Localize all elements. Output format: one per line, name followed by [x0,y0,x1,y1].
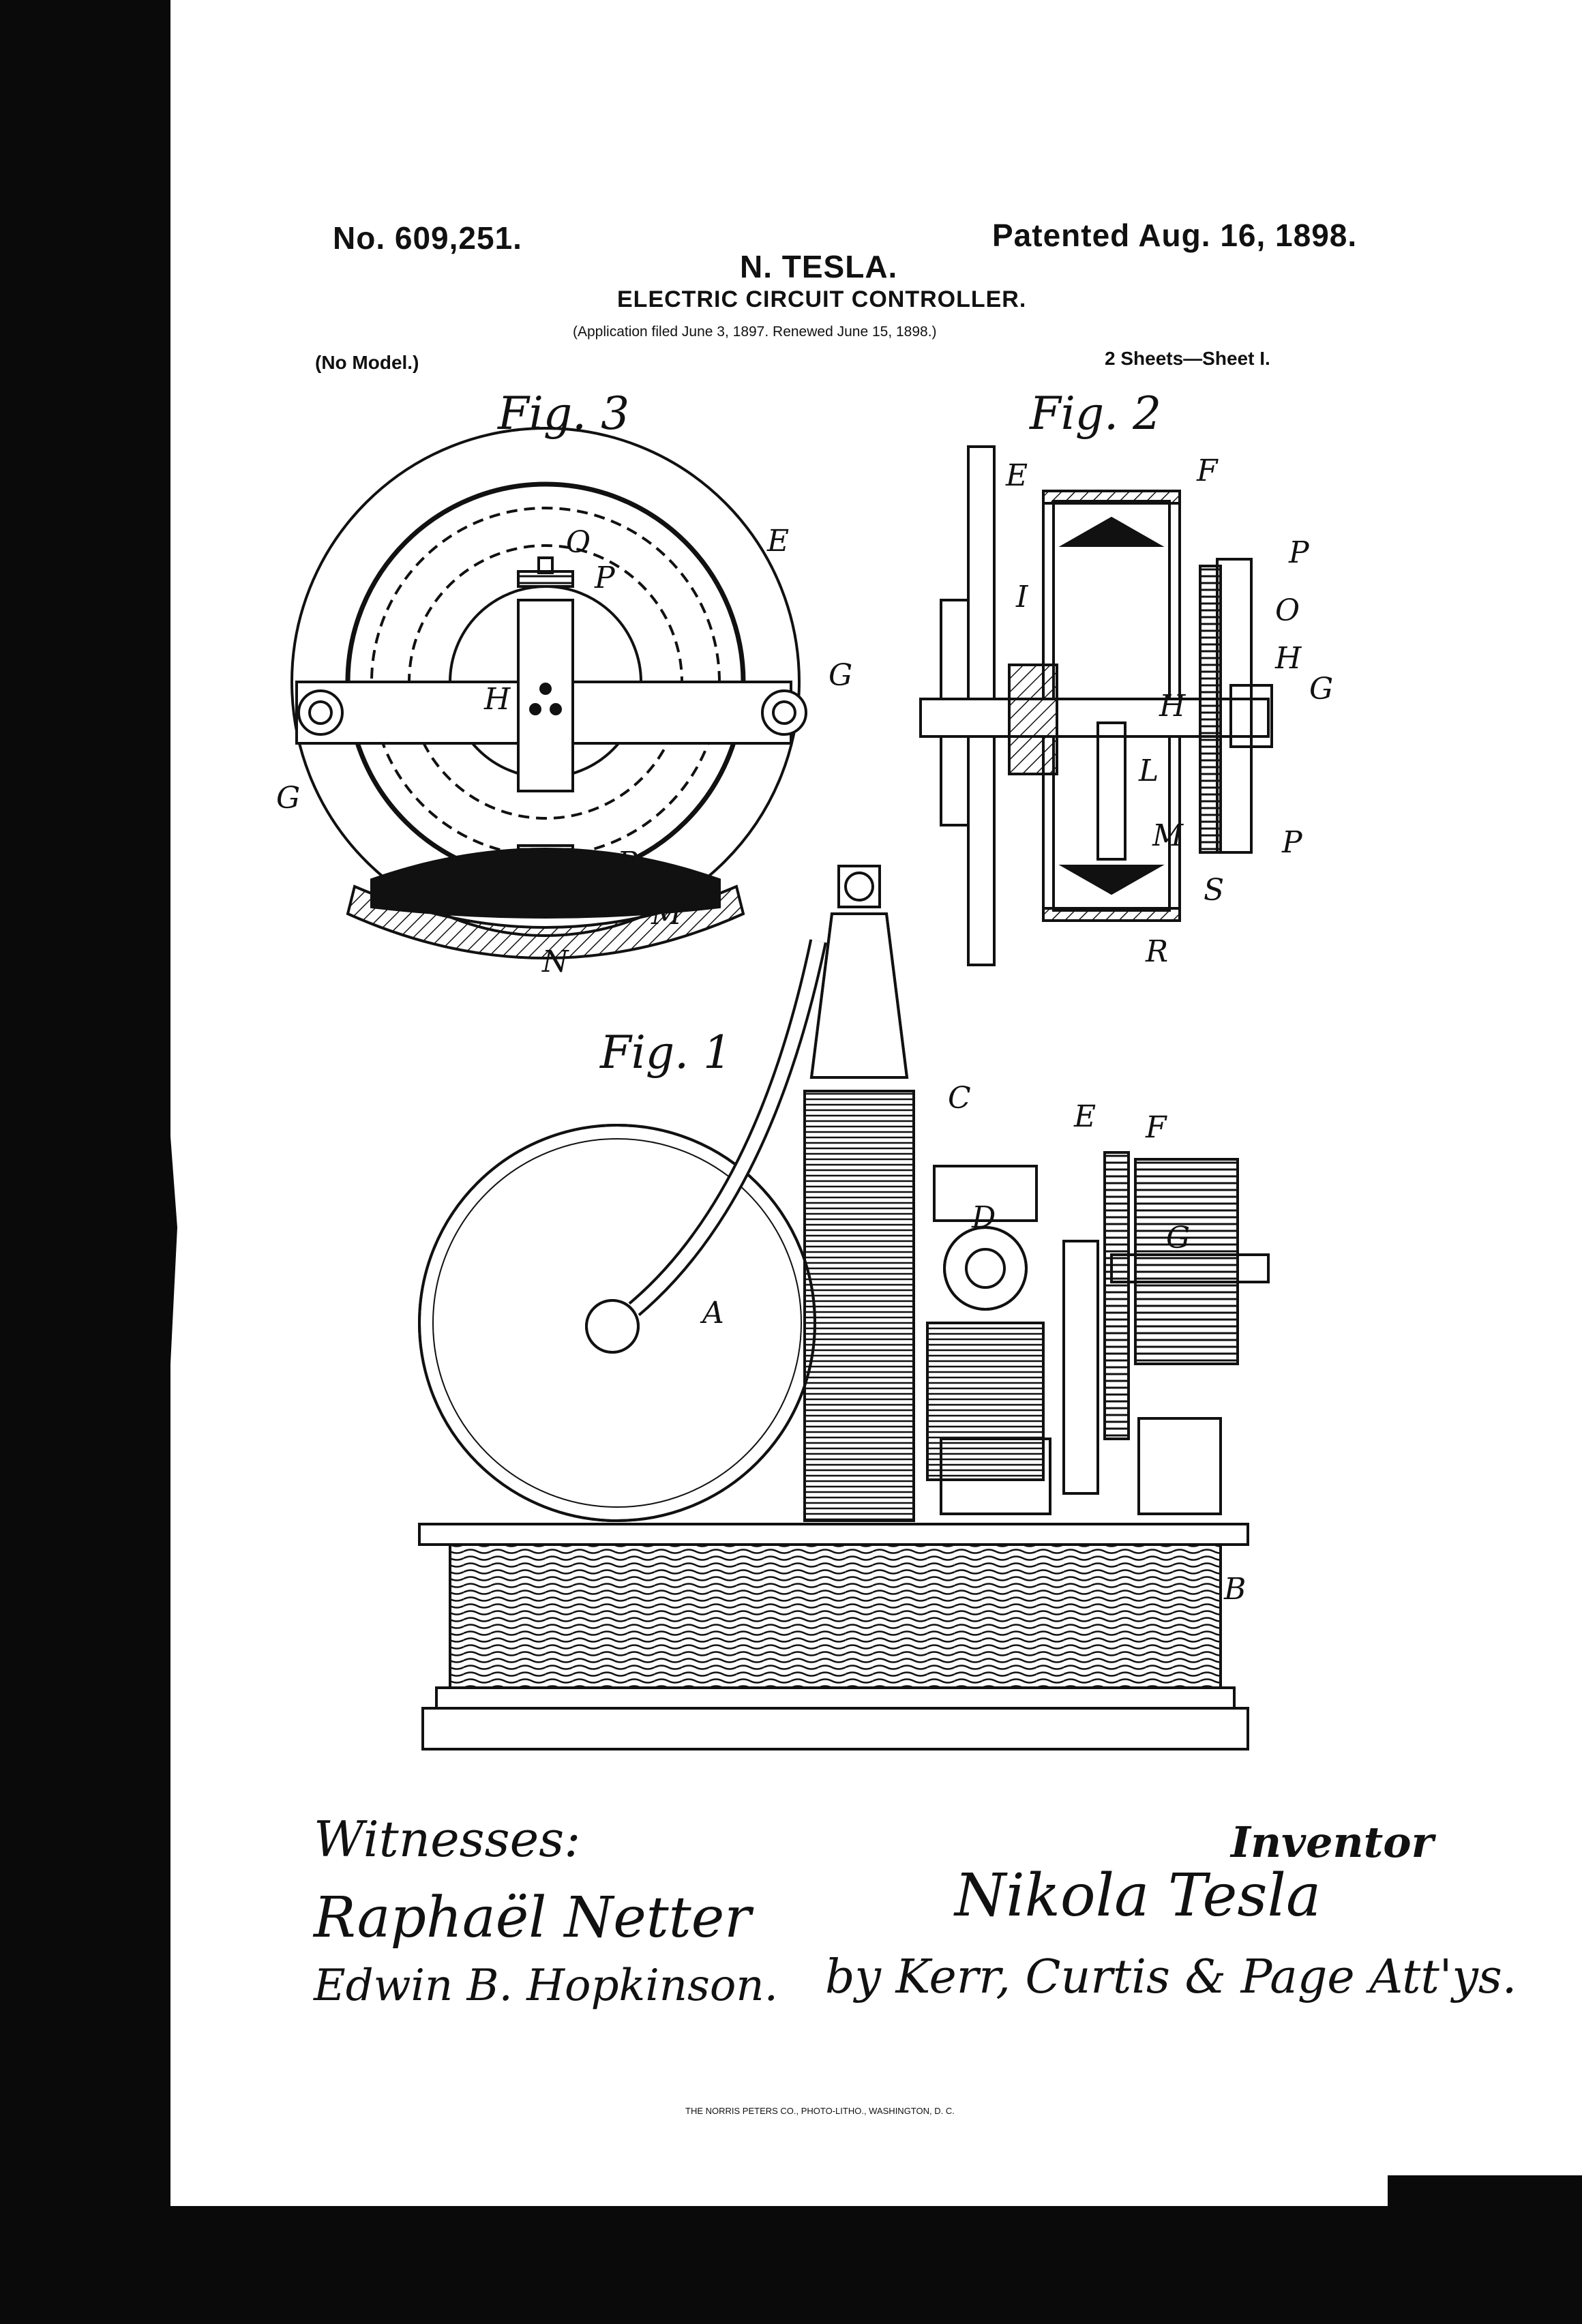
scan-border-corner [1388,2175,1582,2324]
fig2-label-e: E [1006,458,1028,493]
sheet-count: 2 Sheets—Sheet I. [1105,348,1270,369]
fig2-label-p-bottom: P [1282,825,1302,860]
fig2-label-r: R [1146,934,1169,969]
fig3-label-g-left: G [276,781,301,816]
witnesses-heading: Witnesses: [314,1811,581,1868]
fig3-label-g-right: G [829,658,853,693]
fig1-drawing [418,865,1270,1751]
fig3-label-h: H [484,682,511,717]
fig3-label-e: E [767,524,790,558]
fig2-label-i: I [1016,580,1028,614]
fig3-label-m: M [651,897,683,932]
fig2-label-s: S [1204,873,1225,908]
fig1-caption: Fig. 1 [600,1026,732,1079]
fig2-drawing [919,445,1273,966]
fig2-label-l: L [1139,754,1159,788]
fig3-label-n: N [542,944,569,979]
fig1-label-e: E [1074,1099,1096,1134]
fig3-label-p-bottom: P [617,846,638,880]
inventor-signature: Nikola Tesla [955,1862,1322,1930]
fig2-label-o: O [1275,593,1300,628]
fig3-caption: Fig. 3 [498,387,630,440]
fig3-label-p-top: P [595,561,615,595]
scan-border-bottom [0,2206,1582,2324]
patent-date: Patented Aug. 16, 1898. [992,218,1358,253]
fig3-drawing [290,427,807,959]
fig2-label-g: G [1309,672,1334,706]
fig1-label-c: C [948,1081,971,1116]
patent-number: No. 609,251. [333,220,522,256]
fig2-label-h-inner: H [1159,689,1186,724]
fig2-caption: Fig. 2 [1030,387,1162,440]
witness-signature-1: Raphaël Netter [314,1886,751,1950]
fig1-label-a: A [702,1296,724,1330]
application-line: (Application filed June 3, 1897. Renewed… [573,324,937,340]
fig2-label-p-top: P [1289,535,1309,570]
fig1-label-d: D [972,1200,996,1235]
fig1-label-b: B [1224,1572,1247,1607]
fig2-label-h-right: H [1275,641,1302,676]
attorneys-signature: by Kerr, Curtis & Page Att'ys. [825,1950,1517,2004]
model-note: (No Model.) [315,352,419,373]
fig2-label-m: M [1152,818,1184,853]
fig1-label-f: F [1146,1110,1167,1145]
patent-title: ELECTRIC CIRCUIT CONTROLLER. [617,286,1027,312]
fig2-label-f: F [1197,453,1218,488]
printer-credit: THE NORRIS PETERS CO., PHOTO-LITHO., WAS… [685,2106,955,2116]
fig1-label-g: G [1166,1221,1191,1255]
witness-signature-2: Edwin B. Hopkinson. [314,1961,778,2011]
fig3-label-o: O [566,525,591,560]
inventor-heading: Inventor [1231,1817,1434,1867]
scan-torn-edge [102,0,177,2250]
inventor-name: N. TESLA. [740,249,898,284]
